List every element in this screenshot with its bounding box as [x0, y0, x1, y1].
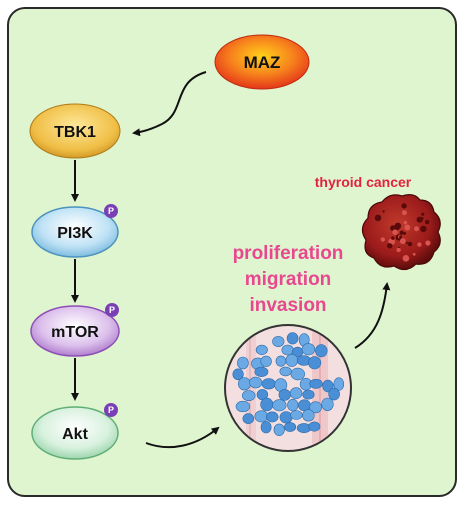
tissue-cell: [308, 421, 321, 432]
outcome-list: proliferation migration invasion: [233, 243, 344, 316]
tissue-cell: [301, 343, 316, 356]
tissue-cell: [315, 344, 328, 358]
tumor-texture-dot: [407, 241, 413, 247]
tissue-cell: [289, 387, 303, 400]
mtor-phospho-badge: P: [105, 303, 119, 317]
tumor-texture-dot: [380, 237, 385, 242]
tissue-cell: [281, 344, 294, 356]
tissue-cell: [249, 376, 263, 389]
arrow-akt-to-tissue: [145, 426, 220, 449]
tissue-cell: [275, 355, 287, 367]
arrow-maz-to-tbk1: [132, 71, 207, 137]
tissue-cell: [290, 367, 305, 381]
tumor-texture-dot: [425, 240, 431, 246]
tissue-cell: [321, 397, 334, 411]
mtor-node: mTOR P: [30, 303, 120, 357]
tissue-cell: [237, 356, 249, 370]
tissue-cell: [242, 413, 255, 424]
tissue-cell: [285, 353, 298, 367]
tissue-cell: [279, 366, 292, 377]
tumor-texture-dot: [401, 203, 407, 209]
tissue-cell: [278, 389, 291, 401]
tissue-cell: [287, 398, 299, 412]
tbk1-label: TBK1: [54, 124, 96, 141]
tissue-cell: [286, 332, 299, 345]
pi3k-label: PI3K: [57, 225, 93, 242]
tissue-cell: [260, 421, 272, 434]
outcome-migration: migration: [245, 269, 332, 290]
tumor-texture-dot: [393, 225, 400, 231]
tumor-texture-dot: [403, 220, 408, 225]
tumor-texture-dot: [399, 238, 406, 245]
thyroid-cancer-label: thyroid cancer: [315, 174, 412, 190]
tissue-cell: [235, 400, 251, 413]
tissue-cell: [284, 422, 297, 432]
maz-node: MAZ: [214, 34, 310, 90]
tumor-texture-dot: [421, 212, 425, 216]
tissue-cell: [255, 344, 268, 356]
tbk1-node: TBK1: [29, 103, 121, 159]
pi3k-phospho-label: P: [108, 206, 114, 216]
tumor-texture-dot: [404, 224, 411, 231]
tumor-texture-dot: [387, 243, 393, 249]
tissue-cell: [272, 399, 287, 412]
pi3k-node: PI3K P: [31, 204, 119, 258]
tissue-cell: [328, 387, 340, 401]
tumor-texture-dot: [402, 254, 410, 262]
tissue-cell: [260, 397, 274, 412]
tissue-cell: [241, 390, 256, 401]
tumor-texture-dot: [403, 231, 407, 235]
akt-phospho-badge: P: [104, 403, 118, 417]
tumor-texture-dot: [424, 219, 430, 225]
mtor-label: mTOR: [51, 324, 99, 341]
tissue-cell: [297, 399, 311, 412]
tumor-texture-dot: [392, 229, 398, 235]
tumor-texture-dot: [382, 210, 385, 213]
akt-phospho-label: P: [108, 405, 114, 415]
tissue-cell: [309, 378, 323, 389]
tissue-cell: [290, 410, 303, 420]
outcome-proliferation: proliferation: [233, 243, 344, 264]
tumor-texture-dot: [374, 214, 382, 222]
tumor-texture-dot: [399, 235, 402, 239]
tumor-texture-dot: [414, 226, 419, 232]
tumor-illustration: [361, 194, 441, 271]
outcome-invasion: invasion: [249, 295, 326, 316]
tissue-cell: [232, 368, 244, 381]
tumor-texture-dot: [405, 241, 408, 244]
tissue-illustration: [224, 324, 352, 452]
tumor-texture-dot: [412, 252, 416, 256]
mtor-phospho-label: P: [109, 305, 115, 315]
akt-label: Akt: [62, 426, 88, 443]
tumor-texture-dot: [420, 216, 424, 220]
tumor-texture-dot: [399, 230, 404, 235]
akt-node: Akt P: [31, 403, 119, 460]
tissue-cell: [237, 377, 251, 391]
pi3k-phospho-badge: P: [104, 204, 118, 218]
tissue-cell: [302, 409, 315, 422]
tissue-cell: [260, 355, 272, 367]
tissue-cell: [308, 356, 322, 370]
tumor-texture-dot: [420, 225, 427, 233]
tissue-cell: [302, 389, 315, 400]
tissue-cell: [309, 401, 322, 414]
tumor-texture-dot: [401, 210, 407, 216]
tumor-texture-dot: [396, 247, 401, 253]
tumor-texture-dot: [391, 236, 395, 240]
maz-label: MAZ: [244, 53, 281, 72]
arrow-tissue-to-tumor: [354, 282, 391, 349]
tissue-cell: [261, 378, 276, 390]
tissue-cell: [272, 336, 285, 347]
tissue-cell: [322, 379, 334, 393]
tissue-cell: [265, 411, 279, 423]
tumor-texture-dot: [417, 242, 422, 247]
tissue-cell: [254, 366, 269, 378]
tissue-cell: [279, 411, 293, 424]
tissue-cell: [273, 423, 285, 436]
